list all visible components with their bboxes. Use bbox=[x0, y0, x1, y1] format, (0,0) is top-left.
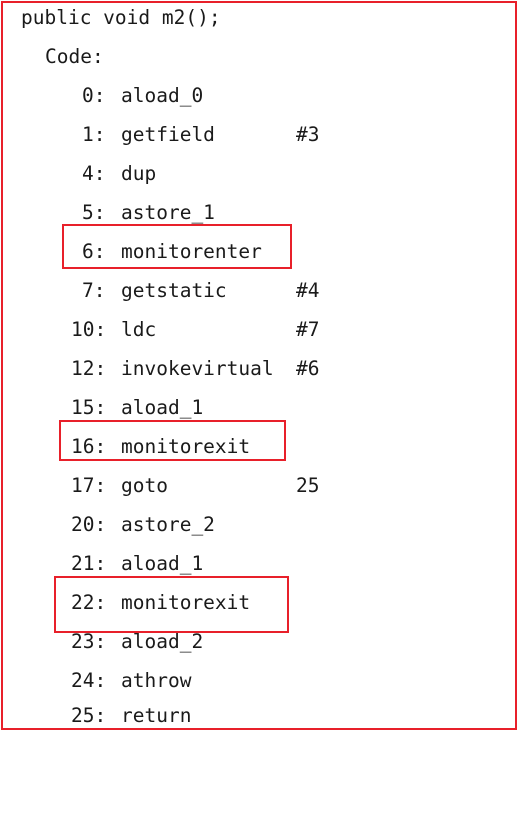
instruction-offset: 10: bbox=[71, 318, 107, 341]
instruction-opcode: aload_1 bbox=[121, 396, 204, 419]
instruction-offset: 6: bbox=[82, 240, 106, 263]
instruction-operand: 25 bbox=[296, 474, 320, 497]
instruction-row: 23: aload_2 bbox=[0, 630, 203, 654]
instruction-opcode: getstatic bbox=[121, 279, 227, 302]
instruction-row: 15: aload_1 bbox=[0, 396, 203, 420]
instruction-opcode: dup bbox=[121, 162, 157, 185]
instruction-offset: 25: bbox=[71, 704, 107, 727]
instruction-operand: #4 bbox=[296, 279, 320, 302]
outer-frame bbox=[1, 1, 517, 730]
instruction-offset: 21: bbox=[71, 552, 107, 575]
instruction-offset: 22: bbox=[71, 591, 107, 614]
instruction-opcode: athrow bbox=[121, 669, 192, 692]
instruction-row: 10: ldc #7 bbox=[0, 318, 319, 342]
instruction-row: 5: astore_1 bbox=[0, 201, 215, 225]
instruction-offset: 12: bbox=[71, 357, 107, 380]
instruction-offset: 17: bbox=[71, 474, 107, 497]
monitorexit-highlight-box bbox=[59, 420, 286, 461]
instruction-row: 6: monitorenter bbox=[0, 240, 262, 264]
instruction-offset: 20: bbox=[71, 513, 107, 536]
instruction-row: 25: return bbox=[0, 704, 191, 728]
instruction-offset: 7: bbox=[82, 279, 106, 302]
instruction-offset: 24: bbox=[71, 669, 107, 692]
instruction-offset: 0: bbox=[82, 84, 106, 107]
instruction-row: 20: astore_2 bbox=[0, 513, 215, 537]
instruction-offset: 16: bbox=[71, 435, 107, 458]
method-signature: public void m2(); bbox=[21, 6, 221, 29]
instruction-row: 16: monitorexit bbox=[0, 435, 250, 459]
code-label: Code: bbox=[45, 45, 104, 68]
instruction-opcode: return bbox=[121, 704, 192, 727]
bytecode-listing: public void m2(); Code: 0: aload_0 1: ge… bbox=[0, 6, 319, 728]
instruction-opcode: monitorexit bbox=[121, 435, 251, 458]
instruction-opcode: invokevirtual bbox=[121, 357, 274, 380]
instruction-offset: 4: bbox=[82, 162, 106, 185]
instruction-opcode: aload_0 bbox=[121, 84, 204, 107]
monitorenter-highlight-box bbox=[62, 224, 292, 269]
instruction-offset: 15: bbox=[71, 396, 107, 419]
instruction-offset: 5: bbox=[82, 201, 106, 224]
instruction-opcode: aload_2 bbox=[121, 630, 204, 653]
instruction-opcode: goto bbox=[121, 474, 168, 497]
instruction-operand: #7 bbox=[296, 318, 320, 341]
instruction-row: 21: aload_1 bbox=[0, 552, 203, 576]
instruction-row: 1: getfield #3 bbox=[0, 123, 319, 147]
instruction-row: 24: athrow bbox=[0, 669, 191, 693]
instruction-offset: 1: bbox=[82, 123, 106, 146]
instruction-row: 17: goto 25 bbox=[0, 474, 319, 498]
instruction-opcode: astore_1 bbox=[121, 201, 215, 224]
instruction-row: 7: getstatic #4 bbox=[0, 279, 319, 303]
instruction-offset: 23: bbox=[71, 630, 107, 653]
instruction-row: 0: aload_0 bbox=[0, 84, 203, 108]
method-signature-line: public void m2(); bbox=[0, 6, 221, 30]
instruction-opcode: astore_2 bbox=[121, 513, 215, 536]
instruction-operand: #6 bbox=[296, 357, 320, 380]
instruction-opcode: monitorenter bbox=[121, 240, 262, 263]
instruction-opcode: getfield bbox=[121, 123, 215, 146]
code-label-line: Code: bbox=[0, 45, 104, 69]
instruction-opcode: monitorexit bbox=[121, 591, 251, 614]
instruction-opcode: ldc bbox=[121, 318, 157, 341]
instruction-row: 12: invokevirtual #6 bbox=[0, 357, 319, 381]
instruction-row: 4: dup bbox=[0, 162, 156, 186]
instruction-operand: #3 bbox=[296, 123, 320, 146]
instruction-opcode: aload_1 bbox=[121, 552, 204, 575]
monitorexit-exception-highlight-box bbox=[54, 576, 289, 633]
instruction-row: 22: monitorexit bbox=[0, 591, 250, 615]
